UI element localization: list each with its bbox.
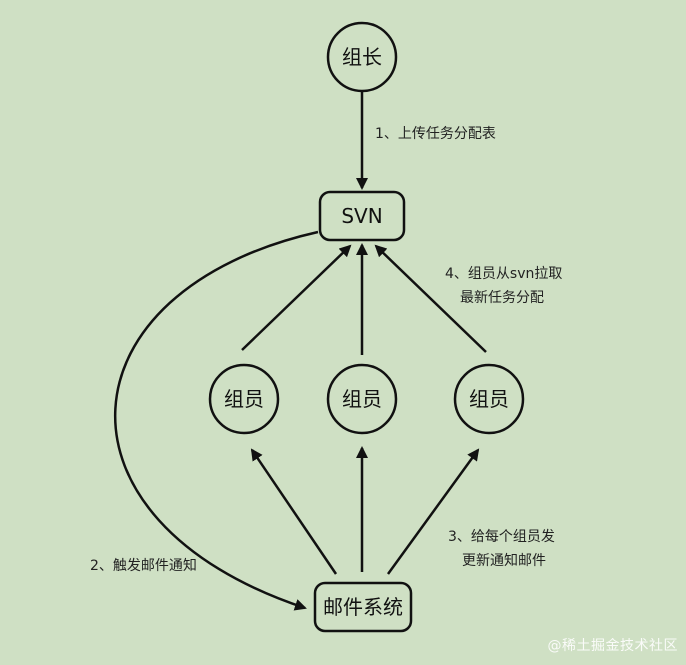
member-right-node: 组员 — [453, 363, 525, 435]
arrow-svn-to-mail — [114, 230, 319, 611]
member-left-node: 组员 — [208, 363, 280, 435]
svn-node: SVN — [318, 190, 406, 242]
member-left-label: 组员 — [224, 387, 264, 411]
leader-label: 组长 — [342, 45, 382, 69]
member-center-node: 组员 — [326, 363, 398, 435]
member-center-label: 组员 — [342, 387, 382, 411]
arrow-mail-to-member-right — [386, 448, 480, 575]
step4-label-line1: 4、组员从svn拉取 — [445, 266, 562, 282]
step3-label-line2: 更新通知邮件 — [462, 552, 546, 569]
arrow-member-left-to-svn — [241, 244, 352, 351]
leader-node: 组长 — [326, 21, 398, 93]
step3-label-line1: 3、给每个组员发 — [448, 529, 555, 545]
mail-system-node: 邮件系统 — [313, 581, 413, 633]
watermark: @稀土掘金技术社区 — [547, 638, 678, 654]
arrow-mail-to-member-left — [250, 448, 338, 575]
arrow-member-right-to-svn — [374, 244, 487, 353]
step1-label: 1、上传任务分配表 — [375, 126, 496, 142]
member-right-label: 组员 — [469, 387, 509, 411]
step2-label: 2、触发邮件通知 — [90, 557, 197, 574]
mail-system-label: 邮件系统 — [323, 595, 403, 619]
svn-label: SVN — [341, 204, 382, 228]
step4-label-line2: 最新任务分配 — [460, 290, 544, 306]
